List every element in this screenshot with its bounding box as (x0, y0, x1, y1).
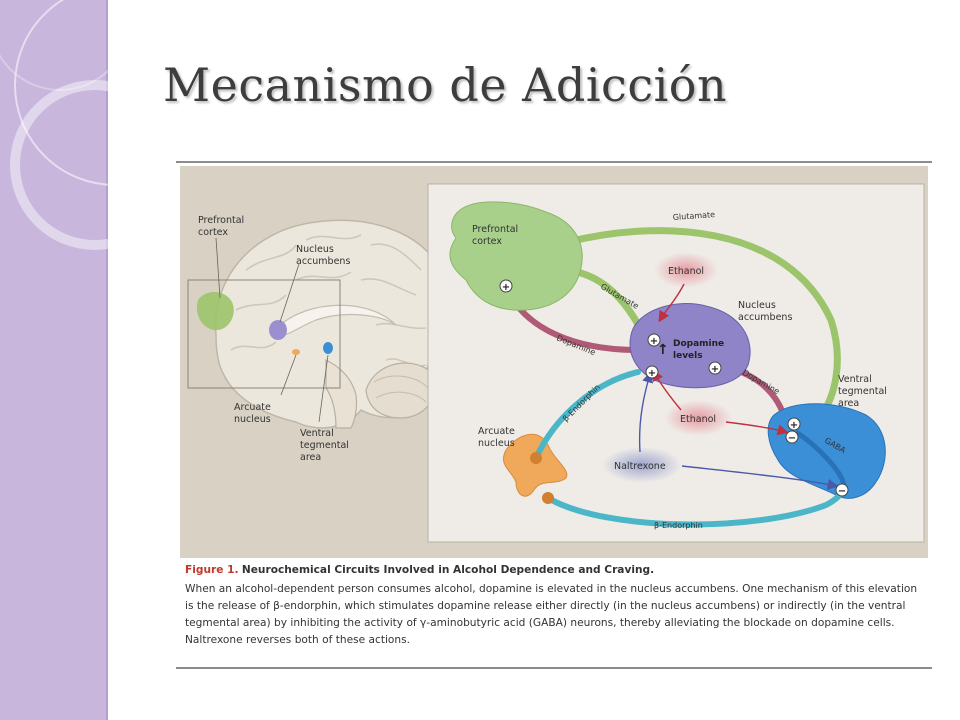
circuit-label-prefrontal-line1: Prefrontal (472, 224, 518, 235)
circuit-label-vta-line1: Ventral (838, 374, 872, 385)
beta-endorphin-lower-label: β-Endorphin (654, 521, 703, 530)
naltrexone-arrow-vta (681, 465, 839, 490)
ethanol-bottom-arrow-vta (725, 421, 789, 436)
ethanol-top-arrow (658, 283, 685, 323)
caption-title: Neurochemical Circuits Involved in Alcoh… (241, 564, 655, 576)
sign-minus-vta: − (788, 433, 796, 444)
circuit-label-prefrontal-line2: cortex (472, 236, 502, 247)
ethanol-top-glow (654, 252, 718, 288)
neurochemical-circuit-figure: Prefrontal cortex Nucleus accumbens Arcu… (176, 161, 932, 669)
brain-label-nucleus-line1: Nucleus (296, 244, 334, 255)
brain-label-prefrontal-line1: Prefrontal (198, 215, 244, 226)
sidebar-divider (106, 0, 108, 720)
beta-endorphin-lower-origin (542, 492, 554, 504)
brain-arcuate-region (292, 349, 300, 355)
brain-label-vta-line1: Ventral (300, 428, 334, 439)
brain-label-arcuate-line2: nucleus (234, 414, 271, 425)
caption-panel (180, 558, 928, 666)
circuit-diagram: Prefrontal cortex Dopamine levels ↑ Nucl… (427, 183, 925, 543)
ethanol-bottom-label: Ethanol (680, 414, 716, 425)
circuit-label-nucleus-line1: Nucleus (738, 300, 776, 311)
glutamate-outer-path (564, 227, 841, 426)
naltrexone-glow (602, 447, 682, 483)
sign-plus-prefrontal: + (502, 282, 510, 293)
brain-stem (325, 359, 358, 429)
circuit-label-vta-line3: area (838, 398, 859, 409)
slide-title: Mecanismo de Adicción (163, 58, 728, 112)
circuit-label-dopamine-line2: levels (673, 351, 703, 361)
brain-illustration: Prefrontal cortex Nucleus accumbens Arcu… (187, 215, 449, 463)
slide-sidebar (0, 0, 106, 720)
circuit-label-nucleus-line2: accumbens (738, 312, 792, 323)
circuit-label-arcuate-line2: nucleus (478, 438, 515, 449)
caption-label: Figure 1. (185, 564, 239, 576)
brain-label-arcuate-line1: Arcuate (234, 402, 271, 413)
dopamine-up-arrow: ↑ (657, 342, 669, 358)
brain-label-nucleus-line2: accumbens (296, 256, 350, 267)
naltrexone-label: Naltrexone (614, 461, 666, 472)
sign-plus-nac-right: + (711, 364, 719, 375)
brain-label-vta-line3: area (300, 452, 321, 463)
figure-caption: Figure 1. Neurochemical Circuits Involve… (185, 562, 925, 649)
cerebellum (365, 362, 437, 419)
naltrexone-arrow-nac (638, 371, 654, 453)
sign-plus-vta: + (790, 420, 798, 431)
sign-plus-nac-bottom: + (648, 368, 656, 379)
beta-endorphin-upper-origin (530, 452, 542, 464)
gaba-path (794, 429, 847, 486)
circuit-label-dopamine-line1: Dopamine (673, 339, 724, 349)
brain-label-prefrontal-line2: cortex (198, 227, 228, 238)
beta-endorphin-lower-path (545, 485, 847, 528)
brain-label-vta-line2: tegmental (300, 440, 349, 451)
decorative-circles (0, 0, 216, 250)
brain-prefrontal-region (196, 291, 234, 331)
caption-body: When an alcohol-dependent person consume… (185, 583, 918, 646)
glutamate-top-label: Glutamate (673, 210, 716, 222)
sign-plus-nac-top: + (650, 336, 658, 347)
circuit-prefrontal-region (449, 201, 583, 311)
highlight-box (187, 279, 341, 389)
brain-vta-region (323, 342, 333, 354)
circuit-label-arcuate-line1: Arcuate (478, 426, 515, 437)
sign-minus-gaba: − (838, 486, 846, 497)
circuit-label-vta-line2: tegmental (838, 386, 887, 397)
brain-nucleus-accumbens-region (269, 320, 287, 340)
ethanol-top-label: Ethanol (668, 266, 704, 277)
beta-endorphin-upper-path (533, 369, 641, 461)
